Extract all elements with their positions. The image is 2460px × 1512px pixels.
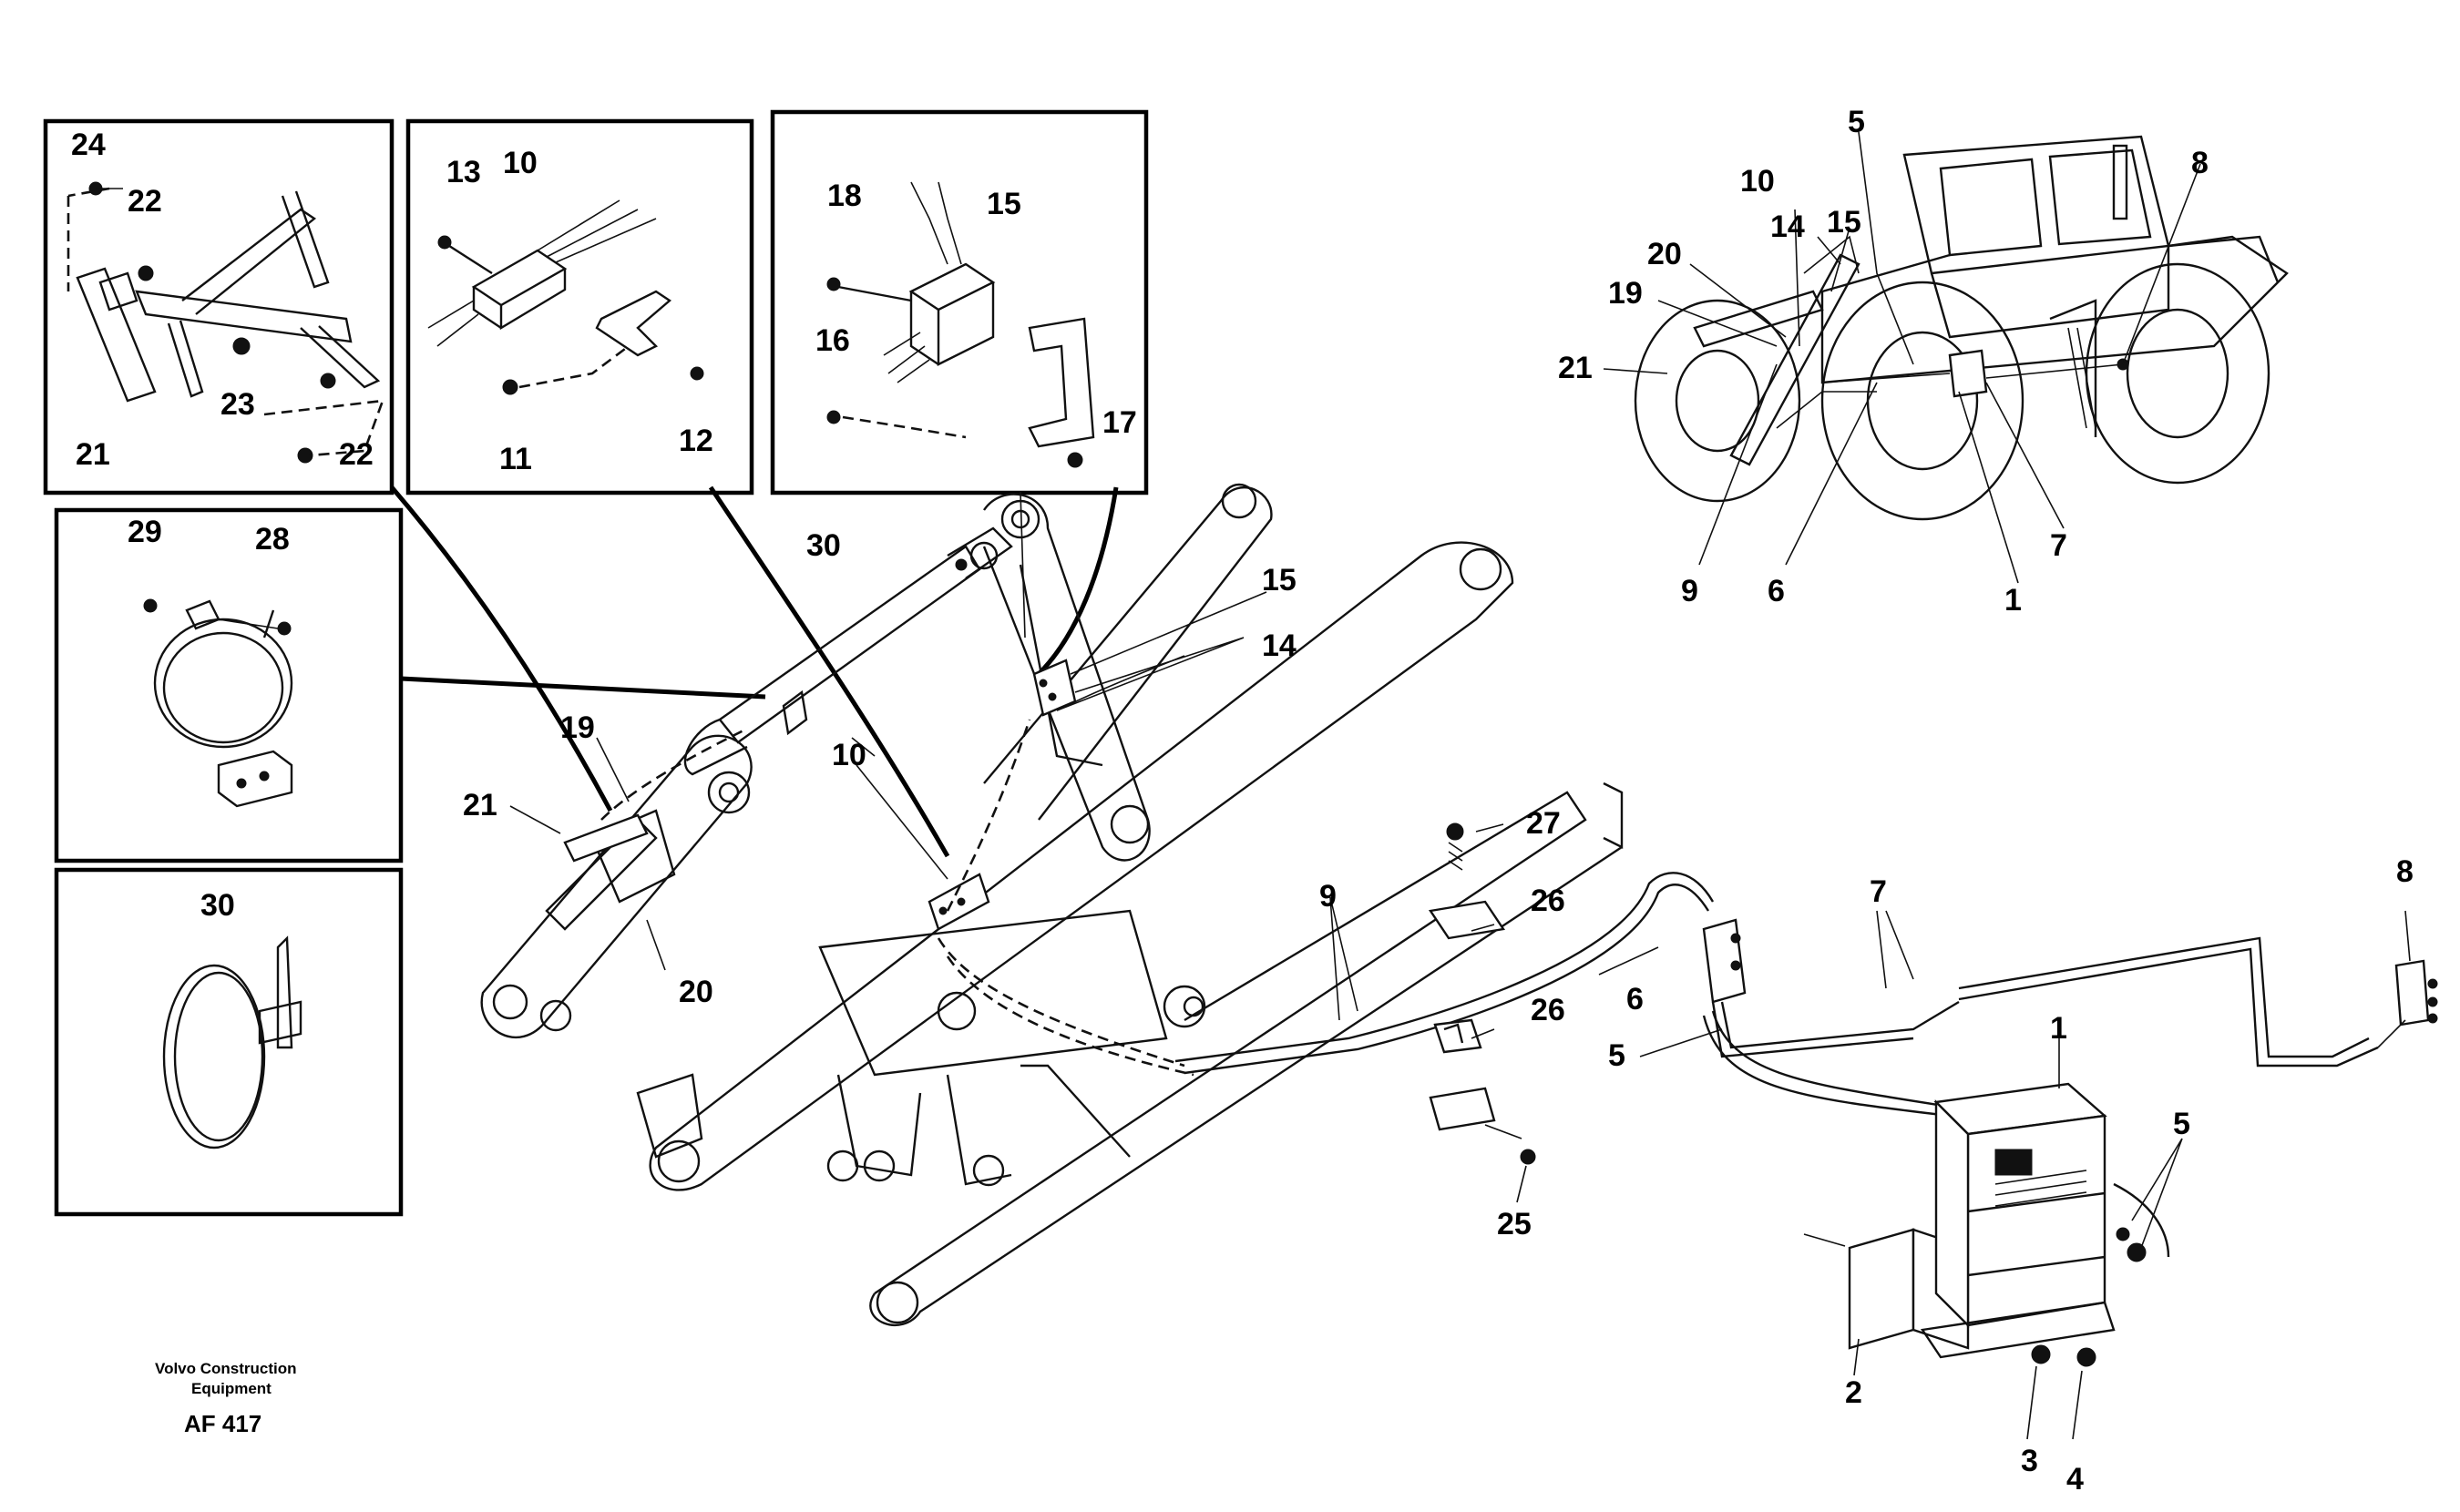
callout-1a: 1 (2050, 1011, 2067, 1046)
callout-26b: 26 (1531, 993, 1565, 1027)
callout-5c: 5 (1848, 105, 1865, 139)
credit-line1: Volvo Construction (155, 1360, 297, 1377)
callout-13: 13 (446, 155, 481, 189)
callout-28: 28 (255, 522, 290, 557)
callout-15a: 15 (987, 187, 1021, 221)
inset-valve-10-13 (405, 118, 754, 495)
callout-labels: 24 22 23 21 22 13 10 11 12 18 15 16 17 2… (71, 105, 2414, 1497)
callout-1b: 1 (2004, 583, 2022, 618)
callout-15c: 15 (1827, 205, 1861, 240)
callout-19a: 19 (560, 710, 595, 745)
callout-22b: 22 (339, 437, 374, 472)
callout-6b: 6 (1768, 574, 1785, 608)
credit-code: AF 417 (184, 1410, 261, 1437)
callout-25: 25 (1497, 1207, 1532, 1241)
callout-26a: 26 (1531, 884, 1565, 918)
callout-leaders (509, 131, 2411, 1440)
callout-24: 24 (71, 128, 106, 162)
callout-14a: 14 (1262, 628, 1297, 663)
callout-10b: 10 (832, 738, 866, 772)
callout-2: 2 (1845, 1375, 1862, 1410)
callout-29: 29 (128, 515, 162, 549)
callout-6a: 6 (1626, 982, 1644, 1017)
leader-inset3 (1037, 486, 1119, 676)
parts-25-27 (1428, 822, 1536, 1165)
callout-9a: 9 (1319, 879, 1337, 914)
callout-8b: 8 (2191, 146, 2209, 180)
callout-30a: 30 (200, 888, 235, 923)
callout-12: 12 (679, 424, 713, 458)
callout-14b: 14 (1770, 209, 1805, 244)
callout-19b: 19 (1608, 276, 1643, 311)
callout-18: 18 (827, 179, 862, 213)
leader-inset4 (400, 676, 766, 700)
callout-20b: 20 (1647, 237, 1682, 271)
hose-route (1174, 872, 2438, 1258)
callout-21c: 21 (1558, 351, 1593, 385)
callout-10a: 10 (503, 146, 538, 180)
callout-15b: 15 (1262, 563, 1297, 598)
loader-arm-assembly (480, 483, 1624, 1327)
leader-inset2 (708, 485, 950, 858)
callout-23: 23 (220, 387, 255, 422)
callout-7a: 7 (1870, 874, 1887, 909)
callout-16: 16 (815, 323, 850, 358)
inset-clamp-28-29 (54, 507, 404, 863)
pump-unit (1020, 1064, 2147, 1367)
callout-9b: 9 (1681, 574, 1698, 608)
inset-tie-30 (54, 867, 404, 1217)
callout-7b: 7 (2050, 528, 2067, 563)
callout-11: 11 (499, 442, 532, 476)
callout-30b: 30 (806, 528, 841, 563)
callout-21b: 21 (463, 788, 497, 822)
callout-8a: 8 (2396, 854, 2414, 889)
leader-inset1 (390, 485, 613, 812)
callout-21a: 21 (76, 437, 110, 472)
callout-5b: 5 (2173, 1107, 2190, 1141)
callout-4: 4 (2066, 1462, 2084, 1497)
callout-17: 17 (1102, 405, 1137, 440)
callout-5a: 5 (1608, 1038, 1625, 1073)
callout-20a: 20 (679, 975, 713, 1009)
inset-bracket-21-24 (43, 118, 395, 495)
inset-valve-15-18 (770, 109, 1149, 495)
callout-10c: 10 (1740, 164, 1775, 199)
callout-3: 3 (2021, 1444, 2038, 1478)
credit-block: Volvo Construction Equipment AF 417 (155, 1360, 297, 1437)
wheel-loader-overview (1634, 135, 2289, 521)
callout-27: 27 (1526, 806, 1561, 841)
credit-line2: Equipment (191, 1380, 272, 1397)
callout-22a: 22 (128, 184, 162, 219)
